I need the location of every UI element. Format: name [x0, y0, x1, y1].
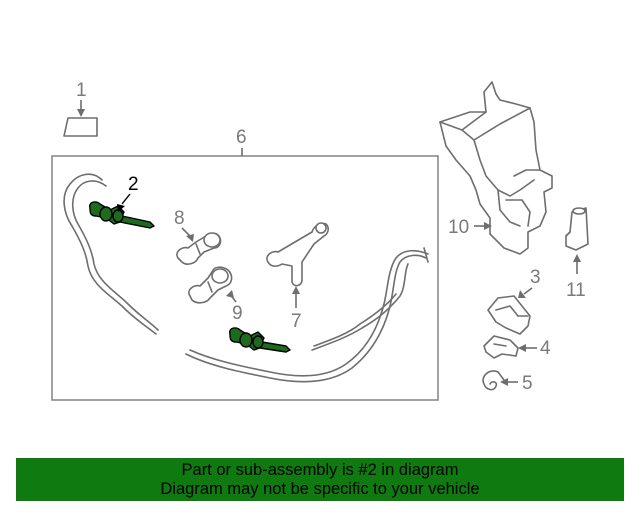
svg-text:6: 6	[236, 127, 247, 148]
assembly-6-frame	[51, 155, 439, 401]
svg-text:9: 9	[232, 303, 243, 324]
callout-5: 5	[500, 373, 533, 394]
callout-3: 3	[518, 267, 541, 298]
part-1-label-tag[interactable]	[63, 117, 98, 137]
part-8-nozzle[interactable]	[176, 232, 222, 265]
svg-text:7: 7	[291, 311, 302, 332]
info-banner: Part or sub-assembly is #2 in diagram Di…	[16, 458, 624, 501]
callout-2: 2	[117, 174, 139, 212]
svg-text:4: 4	[540, 338, 551, 359]
banner-line-1: Part or sub-assembly is #2 in diagram	[181, 461, 459, 479]
svg-text:3: 3	[530, 267, 541, 288]
part-3-nozzle-cover[interactable]	[487, 295, 531, 335]
svg-text:8: 8	[174, 208, 185, 229]
svg-text:10: 10	[448, 217, 469, 238]
washer-hose-right	[185, 247, 429, 383]
part-9-nozzle[interactable]	[188, 266, 233, 304]
svg-text:1: 1	[76, 80, 87, 101]
part-10-washer-reservoir[interactable]	[439, 81, 553, 255]
part-2-washer-connector[interactable]	[88, 201, 155, 229]
callout-11: 11	[566, 254, 586, 301]
part-7-y-connector[interactable]	[266, 222, 329, 287]
part-2-washer-connector-secondary[interactable]	[228, 327, 291, 353]
svg-text:11: 11	[566, 280, 586, 301]
part-11-washer-pump[interactable]	[565, 207, 589, 251]
svg-text:5: 5	[522, 373, 533, 394]
callout-6: 6	[236, 127, 247, 156]
callout-7: 7	[291, 286, 302, 332]
part-4-bracket[interactable]	[483, 335, 519, 359]
callout-8: 8	[174, 208, 194, 242]
washer-hose-left	[63, 173, 159, 335]
callout-4: 4	[518, 338, 551, 359]
part-5-clip[interactable]	[482, 370, 505, 391]
callout-1: 1	[76, 80, 87, 117]
callout-9: 9	[226, 290, 243, 324]
svg-text:2: 2	[128, 174, 139, 195]
banner-line-2: Diagram may not be specific to your vehi…	[160, 480, 480, 498]
callout-10: 10	[448, 217, 492, 238]
